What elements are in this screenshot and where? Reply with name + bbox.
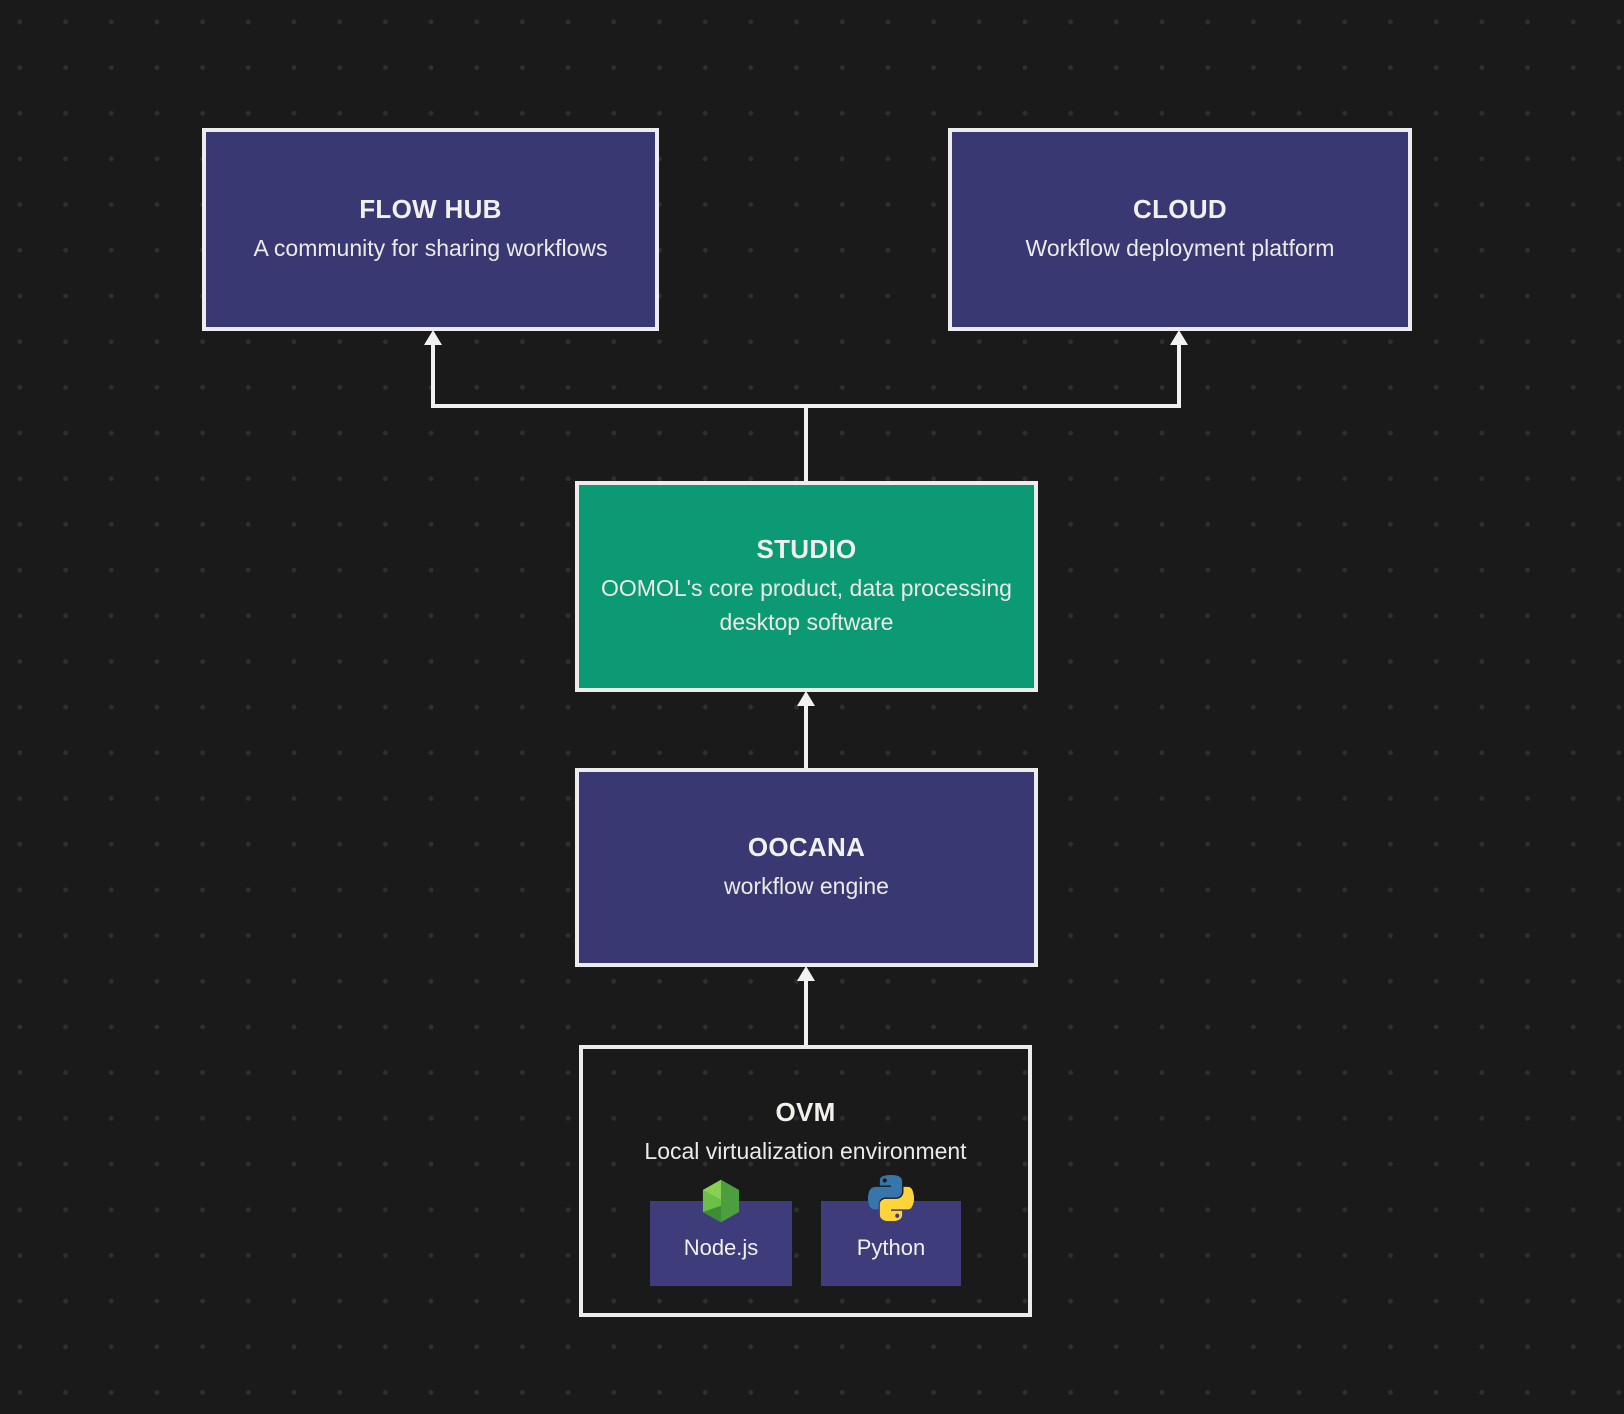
node-oocana: OOCANA workflow engine	[575, 768, 1038, 967]
oocana-title: OOCANA	[747, 831, 866, 862]
oocana-subtitle: workflow engine	[724, 872, 889, 899]
edge-oocana-to-studio-line	[804, 704, 808, 770]
node-flow-hub: FLOW HUB A community for sharing workflo…	[202, 128, 659, 331]
ovm-title: OVM	[775, 1097, 836, 1127]
flow-hub-title: FLOW HUB	[359, 193, 502, 224]
edge-studio-branch-riser	[804, 404, 808, 484]
cloud-title: CLOUD	[1133, 193, 1227, 224]
runtime-box-python: Python	[821, 1174, 961, 1286]
node-cloud: CLOUD Workflow deployment platform	[948, 128, 1412, 331]
edge-to-flowhub-arrowhead-icon	[424, 330, 442, 345]
edge-to-cloud-arrowhead-icon	[1170, 330, 1188, 345]
nodejs-icon	[701, 1179, 741, 1223]
edge-ovm-to-oocana-arrowhead-icon	[797, 966, 815, 981]
edge-to-flowhub-line	[431, 344, 435, 408]
node-studio: STUDIO OOMOL's core product, data proces…	[575, 481, 1038, 692]
ovm-subtitle: Local virtualization environment	[644, 1138, 967, 1165]
node-ovm: OVM Local virtualization environment Nod…	[579, 1045, 1032, 1317]
edge-ovm-to-oocana-line	[804, 979, 808, 1047]
studio-title: STUDIO	[756, 534, 857, 565]
runtime-label-python: Python	[856, 1234, 926, 1260]
edge-branch-bar	[431, 404, 1181, 408]
studio-subtitle: OOMOL's core product, data processing de…	[601, 575, 1012, 635]
runtime-box-nodejs: Node.js	[650, 1179, 792, 1286]
cloud-subtitle: Workflow deployment platform	[1025, 234, 1335, 261]
python-icon	[868, 1174, 915, 1222]
edge-oocana-to-studio-arrowhead-icon	[797, 691, 815, 706]
ovm-runtime-list: Node.js Python	[650, 1174, 961, 1286]
flow-hub-subtitle: A community for sharing workflows	[253, 234, 608, 261]
runtime-label-nodejs: Node.js	[683, 1234, 759, 1260]
edge-to-cloud-line	[1177, 344, 1181, 408]
